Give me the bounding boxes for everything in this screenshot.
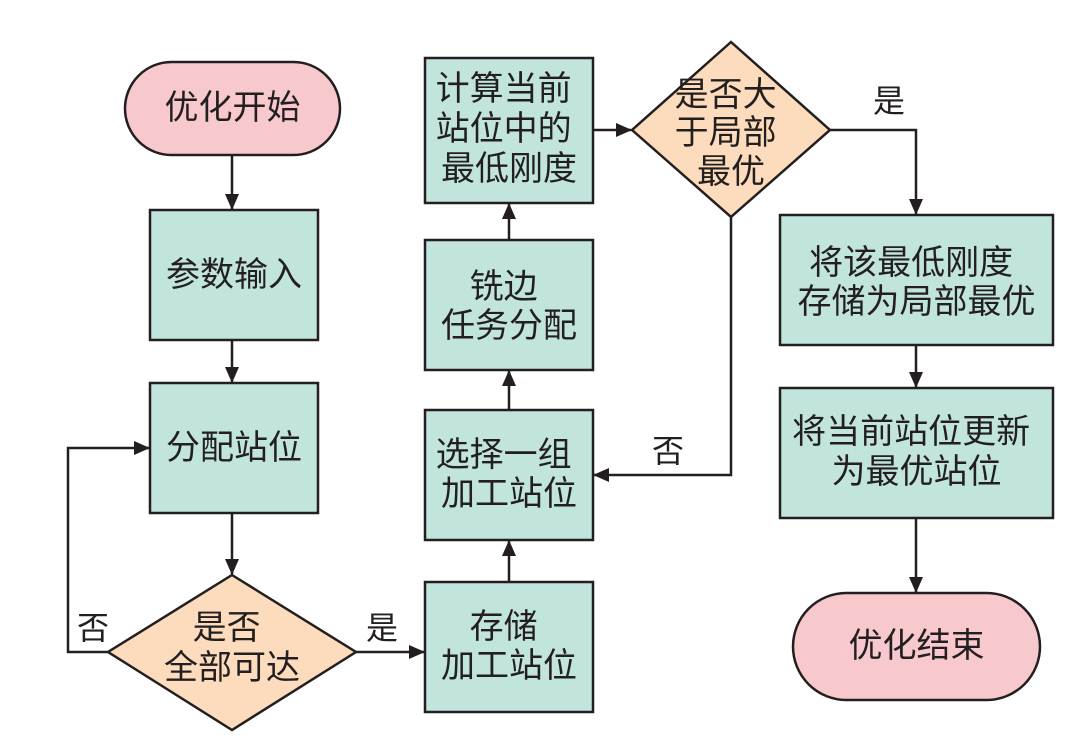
decision-all-reachable: 是否 全部可达 [105, 573, 359, 732]
decision-all-reachable-shape [105, 573, 359, 732]
decision-greater-than-local-shape [630, 40, 832, 219]
process-select-station-shape [423, 408, 595, 542]
process-calc-stiffness-shape [423, 56, 595, 205]
process-store-station-line-1: 存储 [470, 607, 538, 647]
end-terminal-label: 优化结束 [849, 626, 985, 666]
arrow-greater-no [593, 217, 733, 482]
start-terminal-label: 优化开始 [165, 88, 301, 128]
process-store-local-label: 将该最低刚度 存储为局部最优 [798, 243, 1036, 322]
process-store-local-shape [778, 213, 1055, 347]
edge-label-reachable-no: 否 [77, 609, 109, 647]
process-assign-station-label: 分配站位 [166, 428, 302, 468]
process-calc-stiffness-label: 计算当前 站位中的 最低刚度 [436, 69, 583, 189]
decision-all-reachable-line-1: 是否 [193, 608, 261, 648]
process-store-station-label: 存储 加工站位 [441, 607, 577, 686]
process-store-station-shape [423, 580, 595, 714]
edge-label-greater-no: 否 [652, 432, 684, 470]
process-param-input-label: 参数输入 [166, 255, 302, 295]
process-param-input-shape [148, 208, 320, 342]
end-terminal: 优化结束 [791, 591, 1042, 702]
process-store-station: 存储 加工站位 [423, 580, 595, 714]
process-update-optimal-line-2: 为最优站位 [832, 452, 1002, 492]
process-update-optimal-label: 将当前站位更新 为最优站位 [792, 412, 1041, 492]
start-terminal: 优化开始 [123, 60, 342, 157]
process-param-input: 参数输入 [148, 208, 320, 342]
process-calc-stiffness: 计算当前 站位中的 最低刚度 [423, 56, 595, 205]
process-select-station-line-2: 加工站位 [441, 474, 577, 514]
process-milling-assign-line-1: 铣边 [470, 267, 538, 307]
process-assign-station-shape [148, 381, 320, 515]
process-milling-assign-label: 铣边 任务分配 [441, 267, 577, 346]
process-milling-assign-line-2: 任务分配 [441, 306, 577, 346]
process-store-local-line-1: 将该最低刚度 [809, 243, 1013, 283]
decision-all-reachable-label: 是否 全部可达 [164, 608, 300, 688]
edge-labels: 否 是 是 否 [77, 82, 905, 647]
decision-greater-than-local-label: 是否大 于局部 最优 [675, 75, 788, 192]
process-select-station-line-1: 选择一组 [436, 435, 572, 475]
process-select-station: 选择一组 加工站位 [423, 408, 595, 542]
process-milling-assign: 铣边 任务分配 [423, 238, 595, 372]
arrow-all-reachable-no [66, 441, 150, 654]
decision-greater-than-local-line-3: 最优 [697, 152, 765, 192]
edges [66, 123, 923, 659]
edge-label-reachable-yes: 是 [366, 609, 398, 647]
process-update-optimal-shape [778, 386, 1055, 520]
process-calc-stiffness-line-3: 最低刚度 [441, 149, 577, 189]
decision-greater-than-local-line-2: 于局部 [675, 113, 777, 153]
process-select-station-label: 选择一组 加工站位 [436, 435, 583, 514]
process-update-optimal: 将当前站位更新 为最优站位 [778, 386, 1055, 520]
process-calc-stiffness-line-1: 计算当前 [436, 69, 572, 109]
decision-greater-than-local: 是否大 于局部 最优 [630, 40, 832, 219]
end-terminal-shape [791, 591, 1042, 702]
process-update-optimal-line-1: 将当前站位更新 [792, 412, 1030, 452]
decision-all-reachable-line-2: 全部可达 [164, 648, 300, 688]
edge-label-greater-yes: 是 [873, 82, 905, 120]
process-milling-assign-shape [423, 238, 595, 372]
decision-greater-than-local-line-1: 是否大 [675, 75, 777, 115]
start-terminal-shape [123, 60, 342, 157]
process-calc-stiffness-line-2: 站位中的 [436, 109, 572, 149]
arrow-greater-yes [830, 128, 923, 215]
process-store-local-line-2: 存储为局部最优 [798, 282, 1036, 322]
process-assign-station: 分配站位 [148, 381, 320, 515]
process-store-local: 将该最低刚度 存储为局部最优 [778, 213, 1055, 347]
process-store-station-line-2: 加工站位 [441, 646, 577, 686]
